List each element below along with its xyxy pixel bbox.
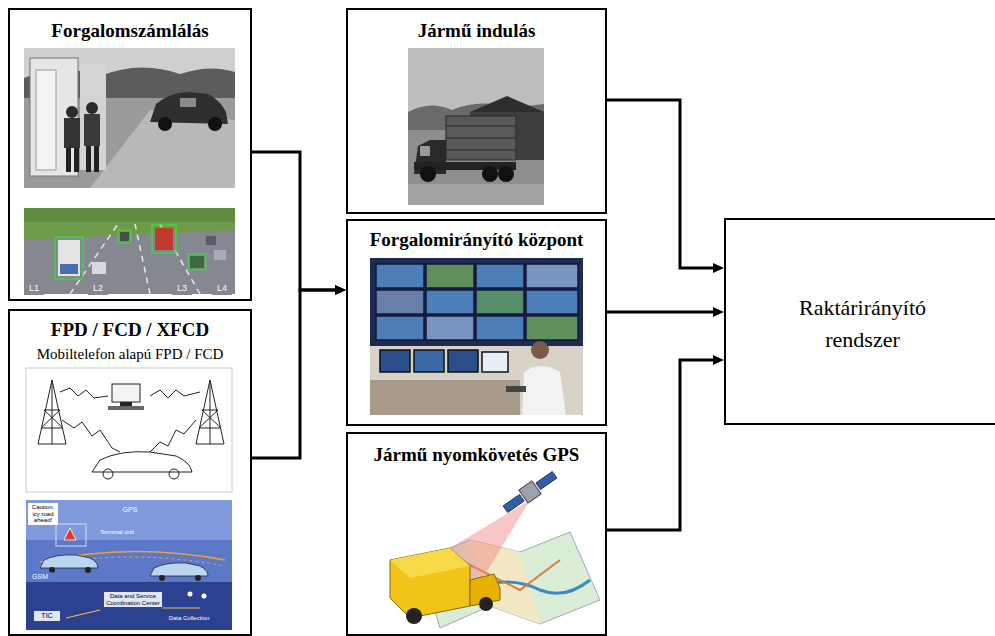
box-title: Raktárirányító rendszer xyxy=(768,292,958,356)
gps-illustration xyxy=(390,468,600,628)
connector-line xyxy=(607,360,714,530)
connector-arrow xyxy=(607,307,724,317)
source-box: Jármű nyomkövetés GPS xyxy=(346,432,607,636)
illustration-label: Caution, icy road ahead! xyxy=(28,503,58,525)
illustration-label: GSM xyxy=(28,572,52,582)
arrow-head xyxy=(335,285,346,295)
box-title: Jármű indulás xyxy=(354,20,599,43)
box-title: Forgalomszámlálás xyxy=(16,20,244,43)
arrow-head xyxy=(713,307,724,317)
box-title: Jármű nyomkövetés GPS xyxy=(354,444,599,467)
highway-image xyxy=(24,208,235,294)
illustration-label: Terminal unit xyxy=(96,528,138,537)
illustration-label: L3 xyxy=(172,283,192,295)
box-title: FPD / FCD / XFCD xyxy=(16,319,244,342)
illustration-label: Data Collection xyxy=(160,614,218,623)
illustration-label: Data and Service Coordination Center xyxy=(104,592,162,607)
connector-arrow xyxy=(252,285,346,458)
connector-arrow xyxy=(607,100,724,273)
illustration-label: L2 xyxy=(88,283,108,295)
illustration-label: GPS xyxy=(118,505,142,515)
arrow-head xyxy=(713,355,724,365)
process-box: Forgalomirányító központ xyxy=(346,219,607,426)
arrow-head xyxy=(335,285,346,295)
connector-line xyxy=(252,290,336,458)
counting-photo xyxy=(24,48,235,188)
connector-line xyxy=(607,311,714,314)
target-box: Raktárirányító rendszer xyxy=(724,218,995,425)
xfcd-scheme xyxy=(26,500,232,630)
illustration-label: L4 xyxy=(212,283,232,295)
control-room-photo xyxy=(370,258,583,415)
snowflakes xyxy=(188,592,207,599)
truck-photo xyxy=(408,48,544,205)
connector-arrow xyxy=(607,355,724,530)
arrow-head xyxy=(713,263,724,273)
source-box: FPD / FCD / XFCD Mobiltelefon alapú FPD /… xyxy=(8,309,252,636)
connector-arrow xyxy=(252,152,346,295)
connector-line xyxy=(607,100,714,268)
source-box: Jármű indulás xyxy=(346,8,607,214)
fcd-scheme xyxy=(26,368,232,492)
illustration-label: TIC xyxy=(34,611,60,621)
source-box: Forgalomszámlálás xyxy=(8,8,252,301)
box-title: Forgalomirányító központ xyxy=(354,229,599,252)
box-subtitle: Mobiltelefon alapú FPD / FCD xyxy=(16,345,244,363)
illustration-label: L1 xyxy=(24,283,44,295)
connector-line xyxy=(252,152,336,290)
